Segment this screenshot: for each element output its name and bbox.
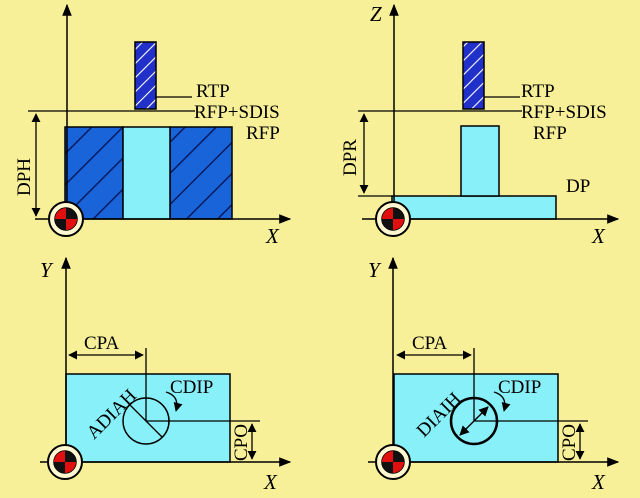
pocket-cdip-label: CDIP — [170, 377, 213, 398]
pocket-side-origin-icon — [48, 201, 84, 237]
spigot-rfp-label: RFP — [533, 123, 567, 144]
pocket-rtp-label: RTP — [196, 81, 230, 102]
pocket-rfp-label: RFP — [246, 123, 280, 144]
panel-pocket-top: Y X CPA CPO CDIP ADIAH — [40, 256, 292, 494]
pocket-rfp-sdis-label: RFP+SDIS — [194, 102, 280, 123]
spigot-diaih-dimension — [459, 406, 489, 436]
panel-pocket-side: X RTP RFP+SDIS RFP DPH — [14, 3, 292, 248]
pocket-top-x-label: X — [263, 470, 278, 494]
spigot-cdip-arrow — [493, 391, 511, 412]
spigot-side-x-label: X — [591, 224, 606, 248]
panel-spigot-top: Y X CPA CPO CDIP DIAIH — [368, 256, 620, 494]
spigot-side-z-label: Z — [370, 2, 382, 26]
pocket-tool — [134, 41, 157, 110]
spigot-side-origin-icon — [375, 201, 411, 237]
spigot-dp-label: DP — [566, 176, 590, 197]
pocket-top-origin-icon — [47, 444, 83, 480]
spigot-post — [460, 125, 500, 197]
spigot-top-y-label: Y — [368, 258, 382, 282]
pocket-side-x-label: X — [265, 224, 280, 248]
pocket-dph-label: DPH — [14, 158, 35, 196]
spigot-cpo-label: CPO — [559, 424, 580, 461]
spigot-dpr-label: DPR — [340, 139, 361, 176]
pocket-cpa-label: CPA — [84, 333, 119, 354]
panel-spigot-side: Z X RTP RFP+SDIS RFP DP DPR — [340, 2, 620, 248]
pocket-cdip-arrow — [165, 391, 183, 412]
spigot-rfp-sdis-label: RFP+SDIS — [521, 102, 607, 123]
spigot-rtp-label: RTP — [521, 81, 555, 102]
spigot-base — [391, 195, 557, 220]
spigot-top-x-label: X — [591, 470, 606, 494]
spigot-top-origin-icon — [375, 444, 411, 480]
pocket-workpiece-right — [169, 126, 233, 220]
spigot-cdip-label: CDIP — [498, 377, 541, 398]
pocket-adiah-dimension — [129, 404, 163, 438]
pocket-cavity — [122, 126, 171, 220]
spigot-tool — [462, 41, 485, 110]
pocket-cpo-label: CPO — [231, 424, 252, 461]
pocket-top-y-label: Y — [40, 258, 54, 282]
spigot-cpa-label: CPA — [412, 333, 447, 354]
